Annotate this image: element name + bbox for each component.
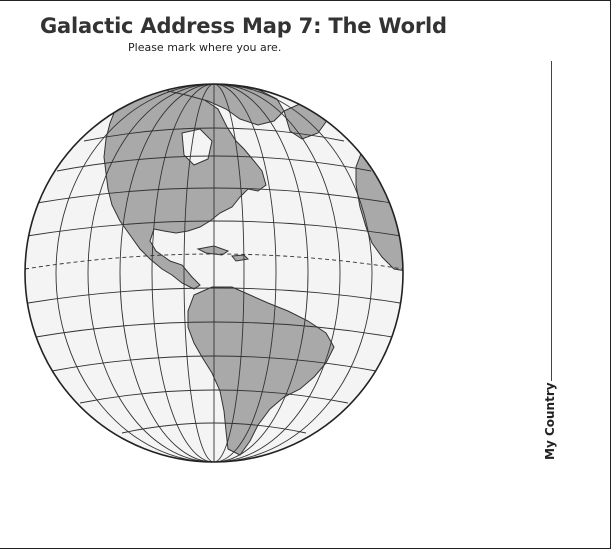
globe-outline <box>24 83 404 463</box>
my-country-answer-line[interactable] <box>551 61 552 381</box>
my-country-label: My Country <box>543 382 557 460</box>
cuba-island <box>196 245 230 256</box>
globe-landmasses <box>103 84 403 456</box>
page-title: Galactic Address Map 7: The World <box>40 14 447 38</box>
south-america-landmass <box>187 286 335 456</box>
world-globe[interactable] <box>22 81 406 465</box>
page-subtitle: Please mark where you are. <box>128 41 282 54</box>
longitude-lines <box>55 84 373 462</box>
